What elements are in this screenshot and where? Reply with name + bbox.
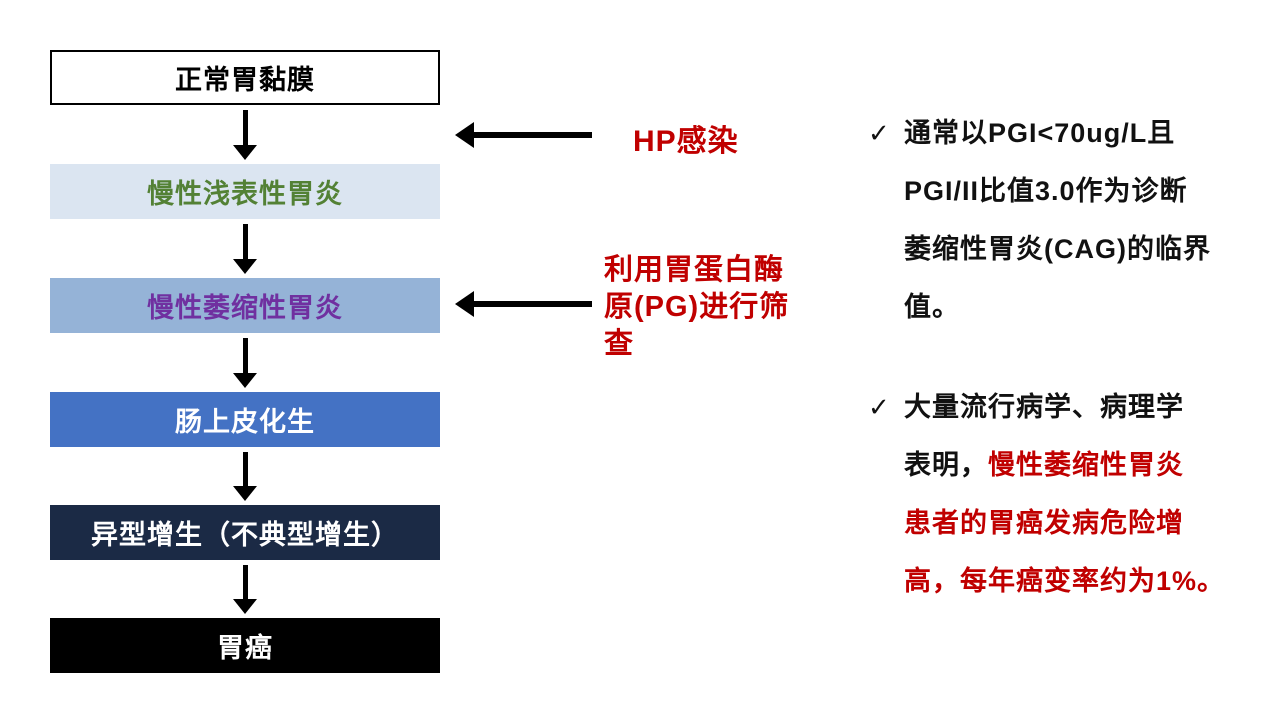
arrow-shaft [242, 452, 248, 486]
stage-normal-gastric-mucosa: 正常胃黏膜 [50, 50, 440, 105]
note-segment-black: 表明， [904, 450, 988, 480]
down-arrow-icon [232, 452, 258, 501]
stage-gastric-cancer: 胃癌 [50, 618, 440, 673]
hp-infection-arrow-icon [455, 122, 592, 148]
stage-chronic-superficial-gastritis: 慢性浅表性胃炎 [50, 164, 440, 219]
stage-label: 异型增生（不典型增生） [91, 520, 399, 550]
note-line: 通常以PGI<70ug/L且 [904, 118, 1176, 148]
note-line: PGI/II比值3.0作为诊断 [904, 176, 1188, 206]
arrow-shaft [242, 224, 248, 259]
down-arrow-icon [232, 110, 258, 160]
check-icon: ✓ [868, 392, 891, 422]
note-segment-red: 慢性萎缩性胃炎 [988, 450, 1184, 480]
arrow-head [455, 122, 474, 148]
note-text: 大量流行病学、病理学 表明，慢性萎缩性胃炎 患者的胃癌发病危险增 高，每年癌变率… [904, 378, 1278, 610]
notes-panel: ✓ 通常以PGI<70ug/L且 PGI/II比值3.0作为诊断 萎缩性胃炎(C… [868, 104, 1278, 610]
pg-screening-label-line: 查 [604, 328, 635, 360]
arrow-shaft [242, 338, 248, 373]
arrow-head [455, 291, 474, 317]
stage-label: 胃癌 [217, 633, 273, 663]
note-line: 高，每年癌变率约为1%。 [904, 566, 1226, 596]
pg-screening-label-line: 利用胃蛋白酶 [604, 254, 785, 286]
arrow-head [233, 486, 257, 501]
arrow-shaft [242, 565, 248, 599]
stage-intestinal-metaplasia: 肠上皮化生 [50, 392, 440, 447]
down-arrow-icon [232, 565, 258, 614]
hp-infection-label: HP感染 [633, 125, 739, 158]
note-line: 值。 [904, 292, 960, 322]
pg-screening-arrow-icon [455, 291, 592, 317]
note-cancer-risk: ✓ 大量流行病学、病理学 表明，慢性萎缩性胃炎 患者的胃癌发病危险增 高，每年癌… [868, 378, 1278, 610]
arrow-head [233, 373, 257, 388]
note-text: 通常以PGI<70ug/L且 PGI/II比值3.0作为诊断 萎缩性胃炎(CAG… [904, 104, 1278, 336]
stage-label: 正常胃黏膜 [175, 65, 315, 95]
arrow-shaft [474, 301, 592, 307]
stage-chronic-atrophic-gastritis: 慢性萎缩性胃炎 [50, 278, 440, 333]
note-line: 萎缩性胃炎(CAG)的临界 [904, 234, 1211, 264]
check-icon: ✓ [868, 118, 891, 148]
stage-label: 肠上皮化生 [175, 407, 315, 437]
stage-label: 慢性萎缩性胃炎 [147, 293, 343, 323]
pg-screening-label-line: 原(PG)进行筛 [604, 291, 790, 323]
arrow-shaft [474, 132, 592, 138]
pg-screening-label: 利用胃蛋白酶 原(PG)进行筛 查 [604, 252, 844, 363]
note-line: 表明，慢性萎缩性胃炎 [904, 436, 1278, 494]
down-arrow-icon [232, 338, 258, 388]
arrow-shaft [242, 110, 248, 145]
note-pg-threshold: ✓ 通常以PGI<70ug/L且 PGI/II比值3.0作为诊断 萎缩性胃炎(C… [868, 104, 1278, 336]
arrow-head [233, 599, 257, 614]
stage-label: 慢性浅表性胃炎 [147, 179, 343, 209]
down-arrow-icon [232, 224, 258, 274]
note-line: 大量流行病学、病理学 [904, 392, 1184, 422]
arrow-head [233, 145, 257, 160]
note-line: 患者的胃癌发病危险增 [904, 508, 1184, 538]
arrow-head [233, 259, 257, 274]
stage-dysplasia: 异型增生（不典型增生） [50, 505, 440, 560]
